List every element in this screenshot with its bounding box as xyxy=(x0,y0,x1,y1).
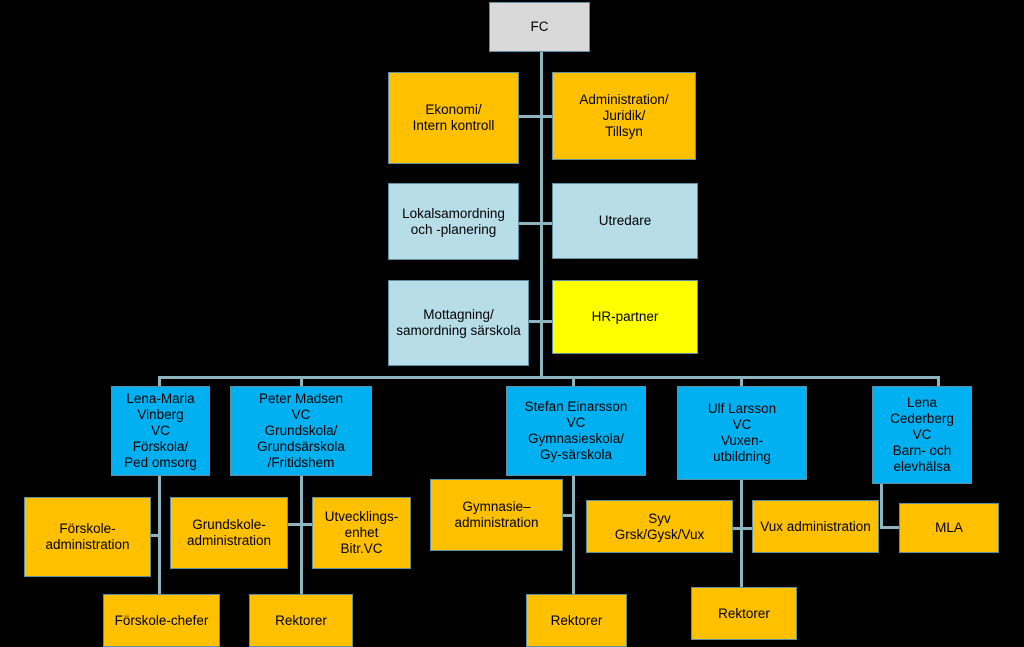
box-hr-partner: HR-partner xyxy=(552,280,698,354)
connector-drop-stefan xyxy=(572,376,575,386)
connector-drop-ulf xyxy=(740,376,743,386)
connector-trunk xyxy=(540,52,543,378)
box-syv: Syv Grsk/Gysk/Vux xyxy=(586,500,733,553)
connector-utvecklingsenhet xyxy=(301,523,313,526)
box-grundskole-administration: Grundskole- administration xyxy=(170,497,288,569)
box-ekonomi: Ekonomi/ Intern kontroll xyxy=(388,72,519,164)
connector-drop-lena-maria xyxy=(158,376,161,386)
box-lena-maria-vinberg: Lena-Maria Vinberg VC Förskola/ Ped omso… xyxy=(111,386,210,476)
box-stefan-einarsson: Stefan Einarsson VC Gymnasieskola/ Gy-sä… xyxy=(506,386,646,476)
connector-mla xyxy=(880,526,900,529)
connector-hr xyxy=(541,320,553,323)
box-mla: MLA xyxy=(899,503,999,553)
connector-lena-c-down xyxy=(880,484,883,528)
box-gymnasie-administration: Gymnasie– administration xyxy=(430,479,563,551)
connector-horizontal-bus xyxy=(158,376,939,379)
connector-lokal xyxy=(519,222,541,225)
box-fc: FC xyxy=(489,2,590,52)
box-forskole-chefer: Förskole-chefer xyxy=(103,594,220,647)
connector-ekonomi xyxy=(519,115,541,118)
connector-peter-down xyxy=(300,476,303,596)
box-rektorer-grundskola: Rektorer xyxy=(249,594,353,647)
box-lena-cederberg: Lena Cederberg VC Barn- och elevhälsa xyxy=(872,386,972,484)
connector-mottagning xyxy=(529,320,541,323)
box-mottagning: Mottagning/ samordning särskola xyxy=(388,280,529,366)
connector-forskole-admin xyxy=(150,534,159,537)
connector-administration xyxy=(541,115,553,118)
box-peter-madsen: Peter Madsen VC Grundskola/ Grundsärskol… xyxy=(230,386,372,476)
connector-ulf-down xyxy=(740,480,743,588)
connector-syv xyxy=(733,527,741,530)
box-vux-administration: Vux administration xyxy=(752,500,879,553)
box-ulf-larsson: Ulf Larsson VC Vuxen- utbildning xyxy=(677,386,807,480)
box-forskole-administration: Förskole- administration xyxy=(24,497,151,577)
connector-stefan-down xyxy=(572,476,575,596)
connector-vux-admin xyxy=(741,527,753,530)
box-rektorer-vux: Rektorer xyxy=(691,587,797,640)
box-utvecklingsenhet: Utvecklings- enhet Bitr.VC xyxy=(312,497,411,569)
box-rektorer-gymnasium: Rektorer xyxy=(526,594,627,647)
connector-gymnasie-admin xyxy=(563,514,573,517)
connector-drop-peter xyxy=(300,376,303,386)
box-lokalsamordning: Lokalsamordning och -planering xyxy=(388,183,519,260)
box-administration: Administration/ Juridik/ Tillsyn xyxy=(552,72,696,160)
connector-grundskole-admin xyxy=(288,523,301,526)
connector-utredare xyxy=(541,222,553,225)
connector-lena-maria-down xyxy=(158,476,161,596)
connector-drop-lena-c xyxy=(937,376,940,386)
box-utredare: Utredare xyxy=(552,183,698,259)
